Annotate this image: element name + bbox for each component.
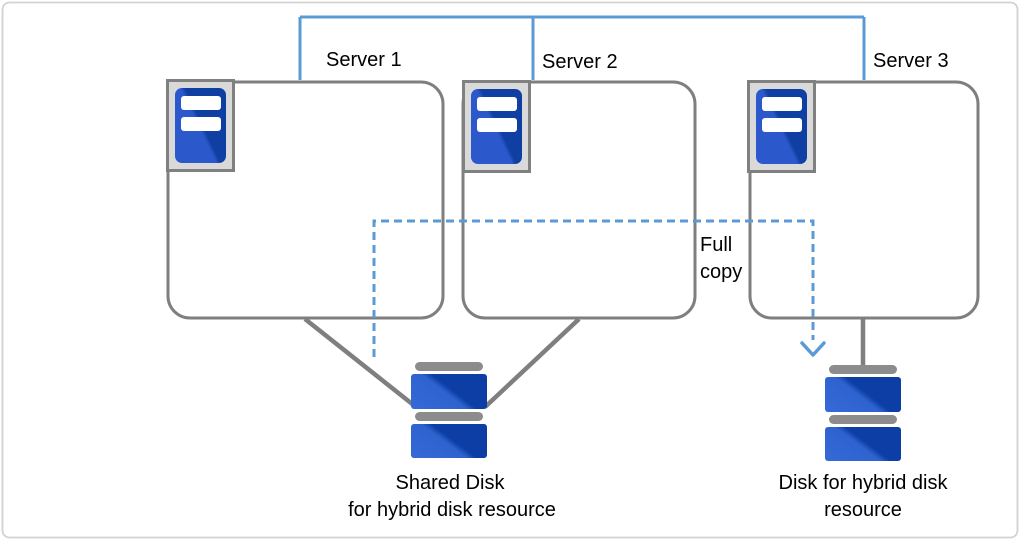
full-copy-arrowhead-icon [800,341,826,357]
server3-label: Server 3 [873,50,949,72]
server1-shared-disk-line [303,317,418,409]
hybrid-disk-caption-line1: Disk for hybrid disk [779,472,949,494]
server-icon [166,79,235,172]
server1-label: Server 1 [326,49,402,71]
shared-disk-caption-line2: for hybrid disk resource [348,499,556,521]
network-connector-line [298,15,866,80]
full-copy-label-line2: copy [700,261,742,283]
server2-label: Server 2 [542,51,618,73]
hybrid-disk-caption-line2: resource [824,499,902,521]
full-copy-label-line1: Full [700,234,732,256]
server-icon [462,80,531,173]
server-icon [747,80,816,173]
shared-disk-caption-line1: Shared Disk [396,472,506,494]
hybrid-disk-icon [825,365,901,461]
server2-shared-disk-line [483,317,581,409]
full-copy-dashed-line [372,219,815,357]
shared-disk-icon [411,362,487,458]
